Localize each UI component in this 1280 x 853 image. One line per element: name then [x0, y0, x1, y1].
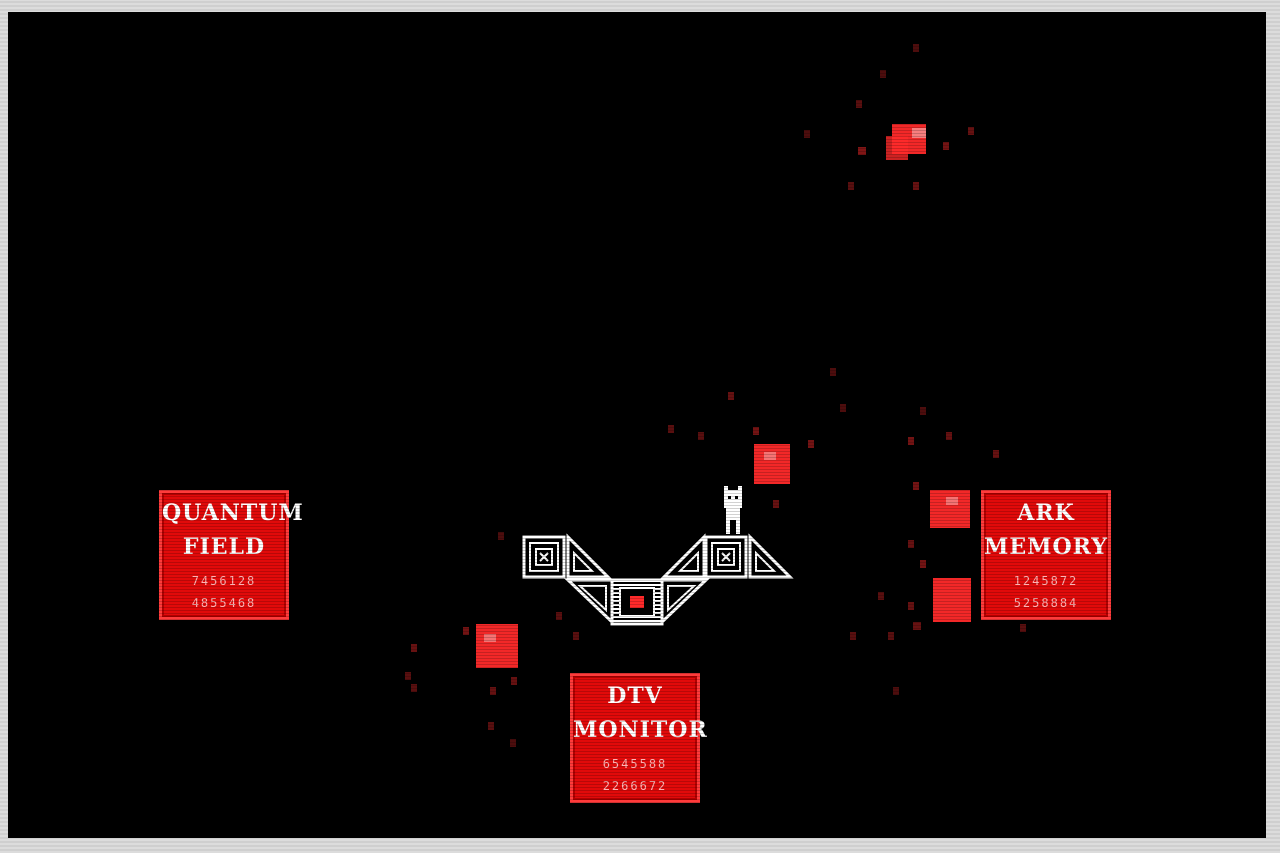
ark-memory-panel[interactable]: ARK MEMORY 1245872 5258884	[981, 490, 1111, 620]
wedge-far-right	[748, 533, 794, 579]
panel-title-line2: MEMORY	[984, 534, 1108, 560]
dtv-monitor-panel[interactable]: DTV MONITOR 6545588 2266672	[570, 673, 708, 803]
crate-left	[522, 535, 566, 579]
panel-title-line2: MONITOR	[573, 717, 708, 743]
glitch-cloud-top	[804, 44, 974, 190]
scene-layer	[405, 44, 1026, 747]
panel-code-line1: 6545588	[602, 757, 668, 771]
wedge-right	[660, 533, 706, 579]
panel-code-line2: 2266672	[602, 779, 668, 793]
panel-code-line2: 5258884	[1013, 596, 1079, 610]
glitch-cloud-left	[405, 532, 579, 747]
ship-structure	[522, 533, 794, 626]
player-character[interactable]	[724, 486, 742, 534]
panel-code-line1: 7456128	[191, 574, 257, 588]
panel-code-line1: 1245872	[1013, 574, 1079, 588]
quantum-field-panel[interactable]: QUANTUM FIELD 7456128 4855468	[159, 490, 304, 620]
panel-title-line2: FIELD	[182, 534, 266, 560]
game-screen: QUANTUM FIELD 7456128 4855468 ARK MEMORY…	[8, 12, 1266, 838]
glitch-cloud-right	[850, 407, 1026, 695]
panel-title-line1: QUANTUM	[162, 500, 304, 526]
panel-title-line1: ARK	[1017, 500, 1075, 526]
crate-right	[704, 535, 748, 579]
wing-lower-right	[660, 578, 710, 626]
glitch-cloud-center	[668, 368, 846, 508]
core-module	[610, 578, 664, 626]
panel-title-line1: DTV	[607, 683, 663, 709]
panel-code-line2: 4855468	[191, 596, 257, 610]
wedge-left	[566, 533, 612, 579]
wing-lower-left	[564, 578, 614, 626]
